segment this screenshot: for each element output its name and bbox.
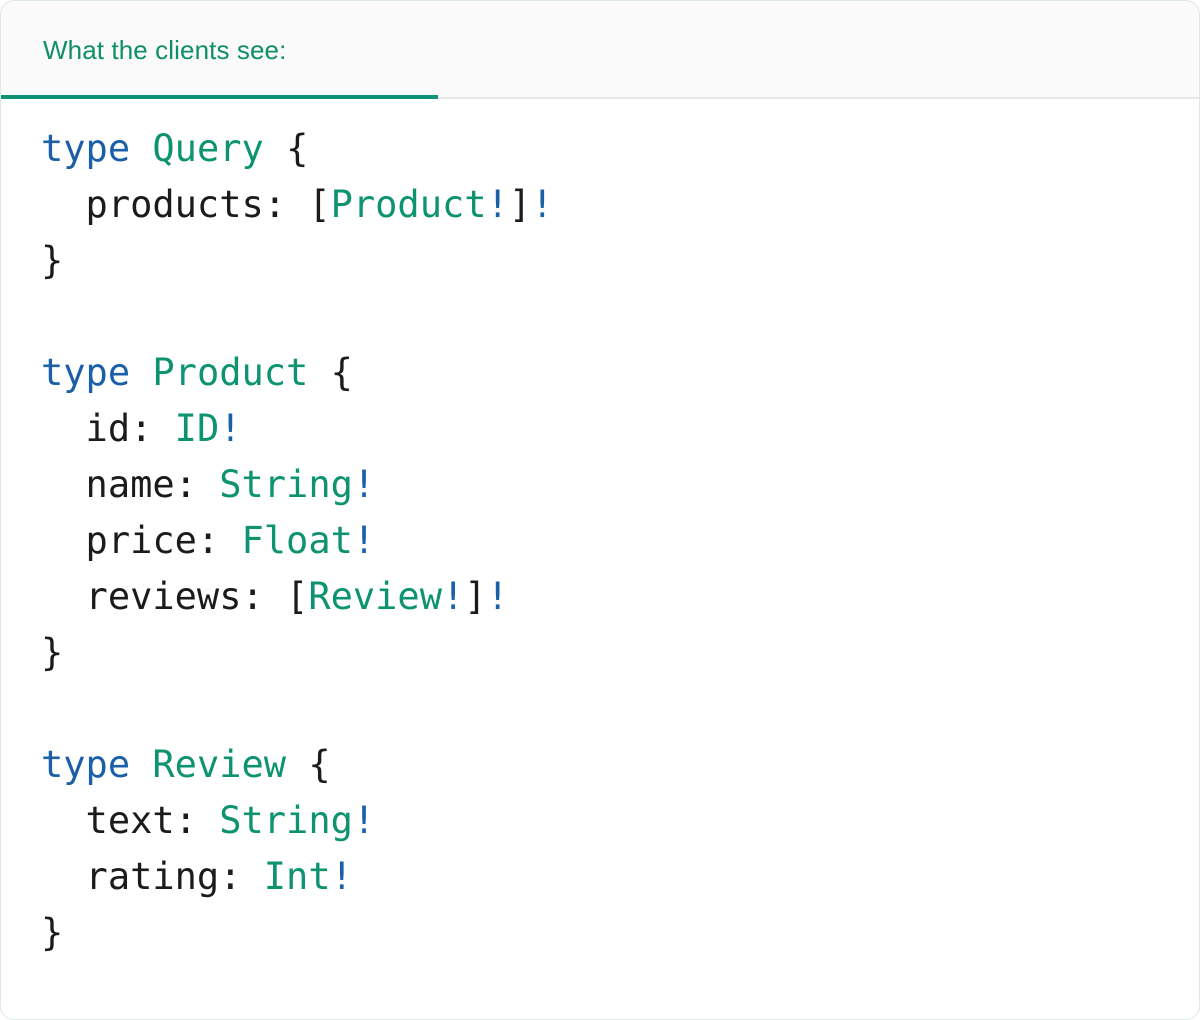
code-line: id: ID! (41, 401, 1199, 457)
code-token-type: String (219, 463, 353, 506)
code-line: reviews: [Review!]! (41, 569, 1199, 625)
code-token-field: products (41, 183, 264, 226)
code-line: name: String! (41, 457, 1199, 513)
code-token-punct: { (286, 127, 309, 170)
code-token-punct: ] (508, 183, 532, 226)
code-token-punct: [ (286, 575, 309, 618)
code-token-punct: ] (464, 575, 487, 618)
code-token-bang: ! (486, 575, 509, 618)
code-token-bang: ! (441, 575, 465, 618)
tab-active-underline (1, 95, 438, 99)
code-token-keyword: type (41, 351, 131, 394)
code-token-punct: : (174, 463, 220, 506)
code-token-field: reviews (41, 575, 242, 618)
code-line: products: [Product!]! (41, 177, 1199, 233)
code-token-field: name (41, 463, 175, 506)
code-token-punct (41, 687, 63, 730)
tab-what-the-clients-see[interactable]: What the clients see: (1, 1, 438, 99)
code-token-punct (41, 295, 63, 338)
code-token-punct: } (41, 911, 64, 954)
code-token-punct: : (174, 799, 220, 842)
code-token-punct (264, 127, 286, 170)
code-token-keyword: type (41, 743, 131, 786)
code-token-bang: ! (330, 855, 353, 898)
code-line: text: String! (41, 793, 1199, 849)
code-token-punct (130, 743, 152, 786)
code-token-punct: } (41, 631, 64, 674)
code-token-field: text (41, 799, 175, 842)
code-token-field: rating (41, 855, 220, 898)
code-token-punct: : (219, 855, 264, 898)
code-token-punct (130, 351, 152, 394)
code-token-type: ID (174, 407, 220, 450)
code-token-bang: ! (352, 799, 376, 842)
code-token-bang: ! (219, 407, 242, 450)
tab-bar: What the clients see: (1, 1, 1199, 99)
code-token-type: Review (308, 575, 442, 618)
code-token-keyword: type (41, 127, 131, 170)
code-line: type Review { (41, 737, 1199, 793)
code-line (41, 289, 1199, 345)
code-line: type Query { (41, 121, 1199, 177)
code-line (41, 681, 1199, 737)
tab-bar-rule (1, 97, 1199, 99)
code-token-type: Int (263, 855, 331, 898)
code-token-punct: : (196, 519, 242, 562)
code-token-punct: : (263, 183, 309, 226)
code-token-punct: } (41, 239, 64, 282)
code-line: rating: Int! (41, 849, 1199, 905)
code-token-typename: Query (152, 127, 264, 170)
code-token-field: price (41, 519, 197, 562)
code-token-bang: ! (531, 183, 554, 226)
code-line: type Product { (41, 345, 1199, 401)
code-token-field: id (41, 407, 131, 450)
code-line: price: Float! (41, 513, 1199, 569)
code-token-punct: : (130, 407, 175, 450)
code-line: } (41, 233, 1199, 289)
code-token-punct (130, 127, 152, 170)
code-token-punct: { (330, 351, 353, 394)
code-token-type: Product (330, 183, 487, 226)
code-token-punct (286, 743, 308, 786)
graphql-schema-code[interactable]: type Query { products: [Product!]!} type… (1, 99, 1199, 961)
code-token-type: Float (241, 519, 353, 562)
code-token-type: String (219, 799, 353, 842)
code-line: } (41, 905, 1199, 961)
code-line: } (41, 625, 1199, 681)
tab-label: What the clients see: (43, 34, 287, 65)
code-token-punct (308, 351, 330, 394)
code-token-punct: : (241, 575, 287, 618)
code-token-bang: ! (352, 519, 376, 562)
code-token-typename: Review (152, 743, 287, 786)
code-token-punct: { (308, 743, 331, 786)
code-token-punct: [ (308, 183, 331, 226)
code-token-typename: Product (152, 351, 309, 394)
code-token-bang: ! (486, 183, 509, 226)
code-token-bang: ! (352, 463, 376, 506)
